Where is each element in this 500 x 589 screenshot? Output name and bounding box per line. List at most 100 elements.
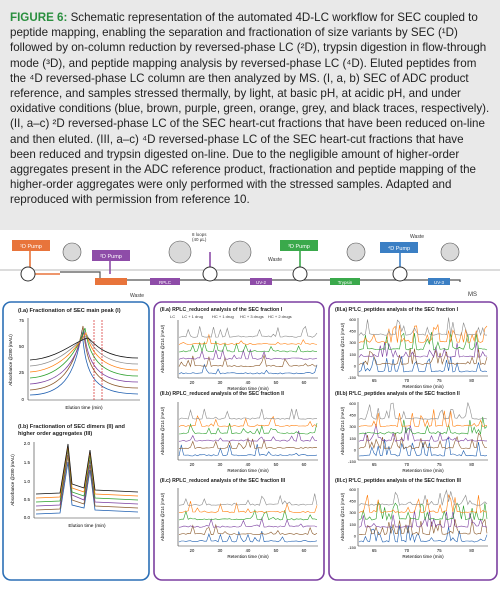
y-tick-label: 150 xyxy=(349,352,356,357)
chromatogram-trace xyxy=(358,501,488,521)
panel-IIIb-title: (III.b) R²LC_peptides analysis of the SE… xyxy=(335,391,460,397)
svg-text:1.0: 1.0 xyxy=(24,479,31,484)
loop-deck-5 xyxy=(440,242,460,262)
x-tick-label: 65 xyxy=(372,378,377,383)
pump-1 xyxy=(12,240,50,251)
pump-3-label: ³D Pump xyxy=(288,244,310,250)
svg-text:LC: LC xyxy=(170,314,175,319)
chromatogram-trace xyxy=(178,333,318,345)
chromatogram-trace xyxy=(358,437,488,457)
chromatogram-trace xyxy=(178,493,318,506)
x-axis-label: Retention time (min) xyxy=(402,554,444,559)
loop-deck-4 xyxy=(346,242,366,262)
figure-caption: FIGURE 6: Schematic representation of th… xyxy=(10,10,490,208)
x-tick-label: 20 xyxy=(190,462,195,467)
y-tick-label: 0 xyxy=(354,447,357,452)
panel-Ib-xlabel: Elution time (min) xyxy=(68,523,106,529)
x-tick-label: 80 xyxy=(469,378,474,383)
y-tick-label: 150 xyxy=(349,436,356,441)
chromatogram-trace xyxy=(178,530,318,543)
y-tick-label: 300 xyxy=(349,510,356,515)
y-tick-label: 600 xyxy=(349,401,356,406)
panel-Ib-ylabel: Absorbance @280 (mAU) xyxy=(10,454,15,506)
x-tick-label: 40 xyxy=(246,462,251,467)
pump-2-label: ²D Pump xyxy=(100,254,122,260)
svg-text:0.0: 0.0 xyxy=(24,515,31,520)
chromatogram-trace xyxy=(358,317,487,337)
x-tick-label: 60 xyxy=(302,462,307,467)
x-axis-label: Retention time (min) xyxy=(227,554,269,559)
x-tick-label: 50 xyxy=(274,462,279,467)
x-tick-label: 50 xyxy=(274,548,279,553)
y-tick-label: 450 xyxy=(349,413,356,418)
chromatogram-trace xyxy=(358,341,488,358)
svg-text:25: 25 xyxy=(19,370,25,375)
x-tick-label: 30 xyxy=(218,462,223,467)
chromatogram-trace xyxy=(358,509,488,528)
panel-IIa-title: (II.a) RPLC_reduced analysis of the SEC … xyxy=(160,307,283,313)
workflow-schematic: ¹D Pump ²D Pump ³D Pump ⁴D Pump 8 loops … xyxy=(0,230,500,584)
chromatogram-trace xyxy=(358,432,488,450)
x-tick-label: 40 xyxy=(246,380,251,385)
x-tick-label: 65 xyxy=(372,548,377,553)
x-tick-label: 70 xyxy=(404,378,409,383)
chromatogram-trace xyxy=(178,501,318,514)
svg-text:50: 50 xyxy=(19,344,25,349)
panel-Ib-title-2: higher order aggregates (III) xyxy=(18,431,92,437)
loop-deck-1 xyxy=(62,242,82,262)
x-tick-label: 75 xyxy=(437,378,442,383)
chromatogram-trace xyxy=(178,363,318,375)
waste-label-2: Waste xyxy=(268,257,282,263)
uv-2-detector xyxy=(250,278,272,285)
chromatogram-trace xyxy=(358,525,488,544)
panel-Ib-title-1: (I.b) Fractionation of SEC dimers (II) a… xyxy=(18,424,125,430)
y-tick-label: 0 xyxy=(354,363,357,368)
chromatogram-trace xyxy=(178,415,318,428)
x-tick-label: 30 xyxy=(218,548,223,553)
rplc-column xyxy=(150,278,180,285)
chromatogram-trace xyxy=(178,430,318,442)
loops-label: 8 loops xyxy=(192,232,207,237)
panel-IIIc-title: (III.c) R²LC_peptides analysis of the SE… xyxy=(335,478,462,484)
pump-4 xyxy=(380,242,418,253)
chromatogram-trace xyxy=(358,409,488,428)
waste-label-1: Waste xyxy=(130,293,144,299)
panel-Ia-title: (I.a) Fractionation of SEC main peak (I) xyxy=(18,308,121,314)
chromatogram-trace xyxy=(178,509,318,521)
svg-text:0.5: 0.5 xyxy=(24,497,31,502)
y-axis-label: Absorbance @214 (mAU) xyxy=(160,492,165,541)
x-axis-label: Retention time (min) xyxy=(227,386,269,391)
figure-image: ¹D Pump ²D Pump ³D Pump ⁴D Pump 8 loops … xyxy=(0,230,500,584)
valve-4 xyxy=(392,266,408,282)
chromatogram-trace xyxy=(178,408,318,420)
waste-label-3: Waste xyxy=(410,234,424,240)
x-tick-label: 40 xyxy=(246,548,251,553)
y-tick-label: 600 xyxy=(349,317,356,322)
chromatogram-trace xyxy=(178,444,318,457)
figure-label: FIGURE 6: xyxy=(10,11,68,24)
pump-1-label: ¹D Pump xyxy=(20,244,42,250)
x-axis-label: Retention time (min) xyxy=(227,468,269,473)
y-axis-label: Absorbance @214 (mAU) xyxy=(340,406,345,455)
y-tick-label: -150 xyxy=(348,459,357,464)
svg-text:Trypsin: Trypsin xyxy=(338,280,353,285)
chromatogram-trace xyxy=(358,402,488,420)
y-tick-label: 0 xyxy=(354,533,357,538)
svg-text:0: 0 xyxy=(21,397,24,402)
y-tick-label: 600 xyxy=(349,487,356,492)
panel-IIc-title: (II.c) RPLC_reduced analysis of the SEC … xyxy=(160,478,286,484)
loop-deck-3 xyxy=(228,240,252,264)
svg-text:1.5: 1.5 xyxy=(24,460,31,465)
sec-column xyxy=(95,278,127,285)
x-tick-label: 20 xyxy=(190,380,195,385)
chromatogram-trace xyxy=(358,494,488,514)
y-tick-label: -150 xyxy=(348,545,357,550)
schematic-row: ¹D Pump ²D Pump ³D Pump ⁴D Pump 8 loops … xyxy=(0,232,500,299)
svg-text:LC + 1 drug: LC + 1 drug xyxy=(182,314,203,319)
svg-text:HC + 3 drugs: HC + 3 drugs xyxy=(240,314,264,319)
pump-3 xyxy=(280,240,318,251)
